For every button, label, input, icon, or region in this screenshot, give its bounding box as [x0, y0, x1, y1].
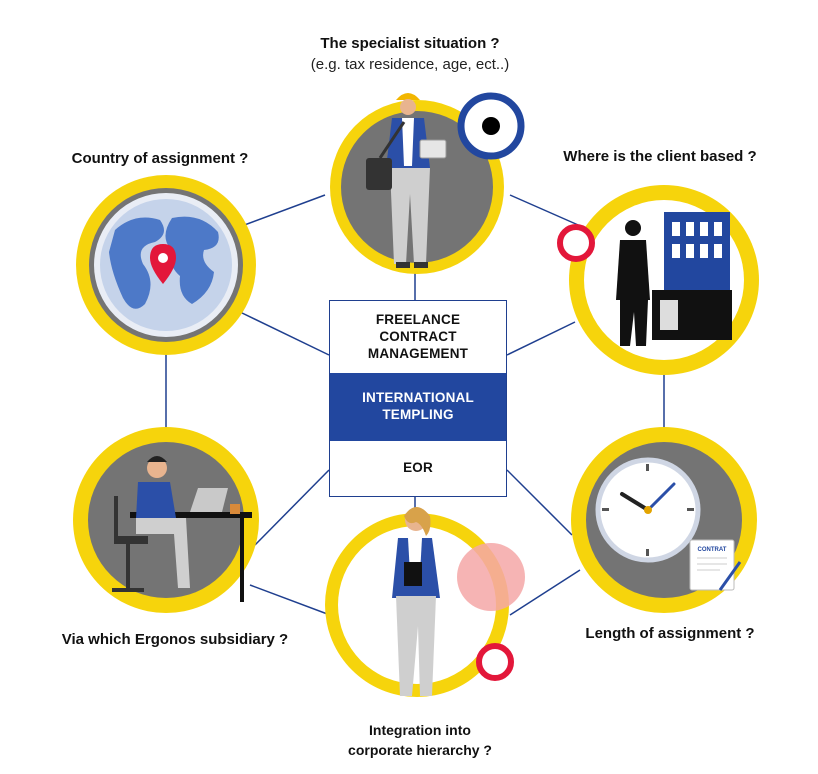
node-client [557, 185, 759, 375]
label-integration-line1: Integration into [369, 722, 471, 738]
node-subsidiary [73, 427, 259, 613]
label-integration-line2: corporate hierarchy ? [348, 742, 492, 758]
businesswoman-icon [392, 507, 440, 696]
red-ring-badge-icon [557, 224, 595, 262]
label-specialist-title: The specialist situation ? [320, 35, 500, 52]
node-length: CONTRAT [571, 427, 757, 613]
node-country [76, 175, 256, 355]
globe-location-icon [94, 193, 238, 337]
node-integration [325, 507, 525, 697]
label-client: Where is the client based ? [540, 148, 780, 165]
label-country-text: Country of assignment ? [71, 150, 249, 167]
label-client-text: Where is the client based ? [563, 148, 757, 165]
office-worker-laptop-icon [112, 456, 252, 602]
businessman-building-icon [616, 212, 732, 346]
pink-blob [457, 543, 525, 611]
red-ring-badge-icon [476, 643, 514, 681]
label-subsidiary: Via which Ergonos subsidiary ? [30, 631, 320, 648]
node-specialist [330, 92, 525, 274]
label-specialist: The specialist situation ? (e.g. tax res… [240, 33, 580, 75]
service-international-templing: INTERNATIONAL TEMPLING [330, 373, 506, 441]
service-eor: EOR [403, 460, 433, 475]
label-length: Length of assignment ? [560, 625, 780, 642]
center-services-box: FREELANCE CONTRACT MANAGEMENT INTERNATIO… [329, 300, 507, 497]
connector-lines [165, 194, 665, 616]
label-length-text: Length of assignment ? [585, 625, 755, 642]
target-dot [482, 117, 500, 135]
label-integration: Integration into corporate hierarchy ? [300, 720, 540, 760]
contract-stamp-text: CONTRAT [698, 547, 727, 553]
construction-worker-icon [366, 93, 447, 268]
service-freelance-contract-management: FREELANCE CONTRACT MANAGEMENT [367, 312, 469, 361]
clock-contract-icon: CONTRAT [595, 457, 742, 591]
label-country: Country of assignment ? [40, 150, 280, 167]
label-specialist-sub: (e.g. tax residence, age, ect..) [310, 56, 510, 73]
label-subsidiary-text: Via which Ergonos subsidiary ? [61, 631, 289, 648]
